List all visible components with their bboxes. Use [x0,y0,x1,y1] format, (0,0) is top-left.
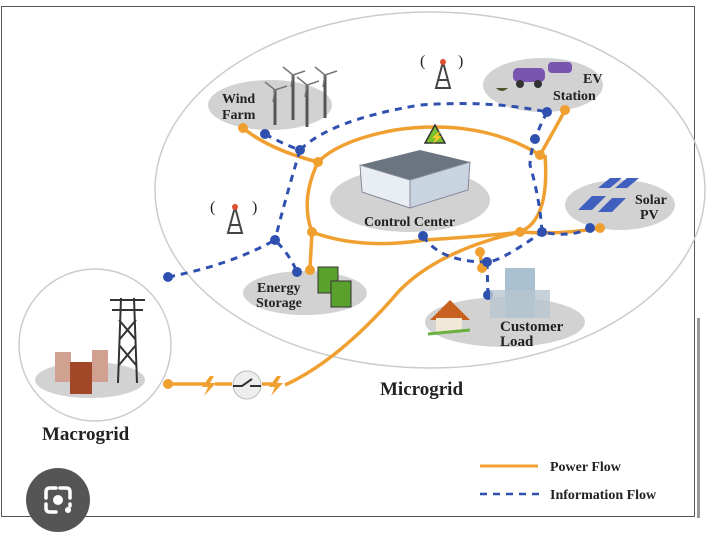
macrogrid-boundary [18,268,172,422]
legend-info-label: Information Flow [550,488,657,503]
power-plant-icon [55,350,108,394]
info-nodes [163,107,595,300]
customer-building-icon [427,268,550,336]
antenna-icon: () [420,53,463,89]
svg-text:⚡: ⚡ [430,131,444,144]
scrollbar[interactable] [697,318,700,518]
battery-icon [317,266,352,308]
power-nodes [163,105,605,389]
legend-power-label: Power Flow [550,460,622,475]
ev-station-label-2: Station [553,89,596,104]
wind-farm-bg [208,80,332,130]
wind-blades-icon [264,66,338,103]
microgrid-boundary [154,11,706,369]
svg-text:): ) [458,53,463,70]
macrogrid-label: Macrogrid [42,424,130,445]
transmission-tower-icon [110,297,145,384]
wind-farm-label: Wind [222,92,255,107]
solar-panel-icon [578,178,639,212]
solar-pv-label: Solar [635,193,667,208]
lightning-bolt-icon [202,376,283,396]
google-lens-icon [44,486,72,514]
solar-pv-label-2: PV [640,208,659,223]
svg-text:(: ( [210,199,215,216]
wind-turbine-icon [273,75,327,127]
ev-car-icon [496,62,572,91]
legend: Power Flow Information Flow [480,460,657,503]
switch-icon [232,370,262,400]
solar-pv-bg [565,180,675,230]
svg-text:(: ( [420,53,425,70]
ev-station-bg [483,58,603,112]
svg-text:): ) [252,199,257,216]
energy-storage-label: Energy [257,281,301,296]
google-lens-button[interactable] [26,468,90,532]
control-center-building-icon: ⚡ [359,123,471,209]
wind-farm-label-2: Farm [222,108,256,123]
energy-storage-label-2: Storage [256,296,302,311]
microgrid-label: Microgrid [380,379,463,400]
ev-station-label: EV [583,72,602,87]
customer-load-label-2: Load [500,334,534,350]
control-center-label: Control Center [364,215,455,230]
antenna-icon: () [210,199,257,234]
customer-load-label: Customer [500,319,564,335]
